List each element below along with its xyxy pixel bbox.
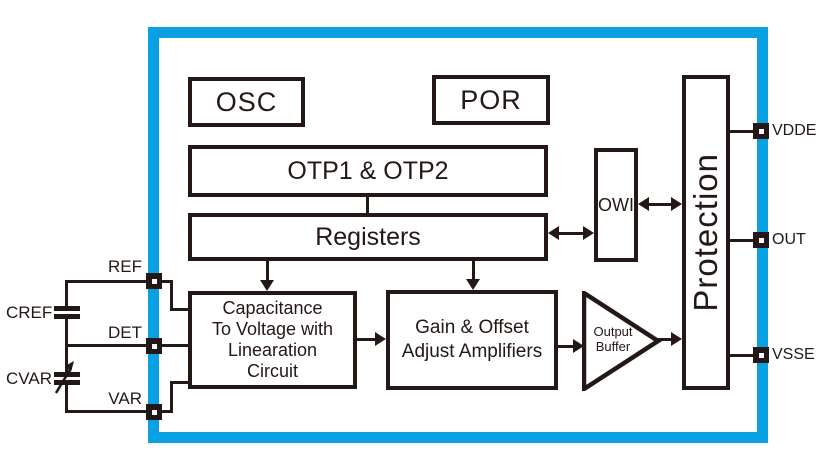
- otp-registers-connector: [366, 196, 369, 214]
- protection-label: Protection: [686, 153, 724, 312]
- ref-pin: [146, 273, 162, 289]
- ext-vwire-ref-cref: [65, 280, 68, 307]
- ref-pin-hole: [151, 278, 157, 284]
- vsse-pin-hole: [758, 352, 764, 358]
- output-buffer-triangle: [582, 291, 662, 391]
- vdde-wire: [730, 130, 756, 133]
- registers-owi-arrowhead-left: [548, 226, 559, 240]
- ref-pin-label: REF: [108, 257, 142, 276]
- out-pin-label: OUT: [772, 231, 806, 248]
- registers-gain-wire: [472, 260, 475, 282]
- gain-offset-block: Gain & Offset Adjust Amplifiers: [386, 290, 558, 390]
- ext-vwire-cref-cvar: [65, 319, 68, 373]
- otp-block: OTP1 & OTP2: [188, 145, 548, 197]
- vsse-pin: [753, 347, 769, 363]
- var-pin-label: VAR: [108, 389, 142, 408]
- registers-c2v-arrowhead: [260, 280, 274, 291]
- vdde-pin-hole: [758, 128, 764, 134]
- vsse-wire: [730, 354, 756, 357]
- buffer-protection-wire: [656, 338, 673, 341]
- por-block: POR: [432, 75, 550, 125]
- por-label: POR: [460, 84, 522, 115]
- ref-stub-v: [170, 280, 173, 311]
- registers-c2v-wire: [266, 260, 269, 282]
- det-pin-hole: [151, 343, 157, 349]
- protection-block: Protection: [682, 75, 730, 390]
- cref-label: CREF: [6, 303, 53, 322]
- var-ext-wire: [66, 410, 148, 413]
- output-buffer-label: Output Buffer: [593, 324, 633, 354]
- var-stub-h1: [160, 410, 173, 413]
- owi-protection-wire: [646, 203, 674, 206]
- out-pin: [753, 232, 769, 248]
- registers-owi-arrowhead-right: [583, 226, 594, 240]
- registers-block: Registers: [188, 213, 548, 261]
- out-wire: [730, 239, 756, 242]
- det-ext-wire: [66, 344, 148, 347]
- registers-gain-arrowhead: [466, 279, 480, 290]
- var-pin: [146, 404, 162, 420]
- gain-buffer-arrowhead: [573, 339, 584, 353]
- cvar-label: CVAR: [6, 369, 52, 388]
- osc-block: OSC: [188, 77, 305, 127]
- vdde-pin: [753, 123, 769, 139]
- det-pin: [146, 338, 162, 354]
- ref-stub-h2: [170, 308, 188, 311]
- ref-stub-h1: [160, 280, 173, 283]
- otp-label: OTP1 & OTP2: [287, 157, 449, 185]
- registers-owi-wire: [556, 232, 586, 235]
- owi-protection-arrowhead-right: [671, 197, 682, 211]
- gain-offset-label: Gain & Offset Adjust Amplifiers: [401, 317, 543, 362]
- var-stub-v: [170, 381, 173, 413]
- vsse-pin-label: VSSE: [772, 346, 815, 363]
- ext-vwire-cvar-var: [65, 385, 68, 413]
- owi-label: OWI: [598, 194, 634, 215]
- osc-label: OSC: [215, 86, 278, 117]
- cref-plate-top: [54, 306, 80, 311]
- registers-label: Registers: [315, 223, 421, 251]
- c2v-gain-arrowhead: [375, 332, 386, 346]
- cref-plate-bottom: [54, 314, 80, 319]
- c2v-block: Capacitance To Voltage with Linearation …: [188, 291, 357, 389]
- var-stub-h2: [170, 381, 188, 384]
- owi-protection-arrowhead-left: [638, 197, 649, 211]
- cvar-plate-bottom: [54, 380, 80, 385]
- vdde-pin-label: VDDE: [772, 122, 816, 139]
- det-stub: [160, 344, 188, 347]
- gain-buffer-wire: [556, 345, 575, 348]
- det-pin-label: DET: [108, 323, 142, 342]
- cvar-variable-arrow-icon: [54, 361, 74, 394]
- owi-block: OWI: [594, 148, 638, 262]
- var-pin-hole: [151, 409, 157, 415]
- c2v-label: Capacitance To Voltage with Linearation …: [211, 298, 334, 381]
- out-pin-hole: [758, 237, 764, 243]
- buffer-protection-arrowhead: [671, 332, 682, 346]
- c2v-gain-wire: [355, 338, 377, 341]
- ref-ext-wire: [66, 280, 148, 283]
